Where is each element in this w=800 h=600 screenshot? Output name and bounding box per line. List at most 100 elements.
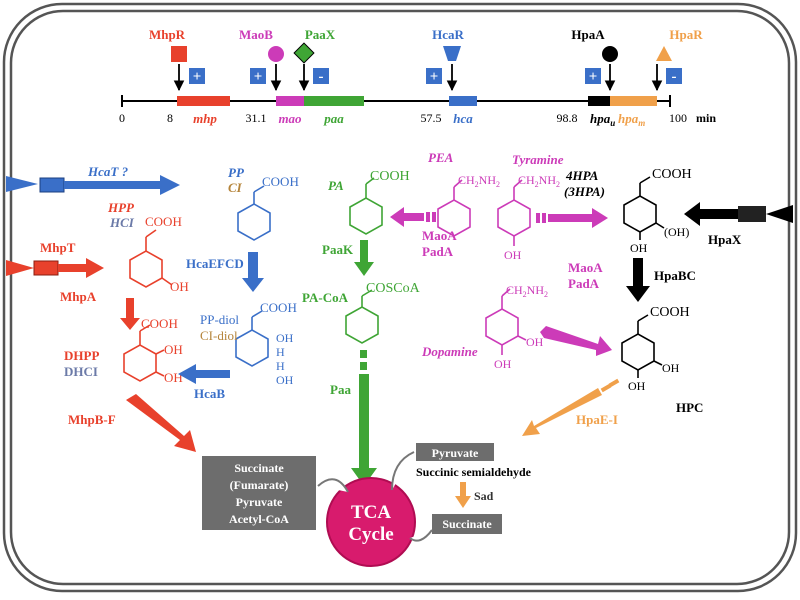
gene-mao [276, 96, 304, 106]
hpc-oh2: OH [628, 379, 646, 393]
mhpa-arrow [120, 298, 140, 330]
map-pos-8: 8 [167, 111, 173, 125]
hpp-oh: OH [170, 279, 189, 294]
hpp-label: HPP [107, 200, 135, 215]
mao-right-arrow [548, 208, 608, 228]
pp-cooh: COOH [262, 174, 299, 189]
succinate-box [432, 514, 502, 534]
dopamine-arrow [540, 326, 612, 356]
gene-label-mao: mao [278, 111, 302, 126]
transporter-hcat: HcaT ? [6, 164, 180, 195]
hpc-cooh: COOH [650, 305, 690, 320]
paak-label: PaaK [322, 242, 354, 257]
blue-pathway [235, 185, 271, 367]
pyruvate-box [416, 443, 494, 461]
hpaei-arrow [522, 388, 602, 436]
map-pos-0: 0 [119, 111, 125, 125]
hcat-label: HcaT ? [87, 164, 129, 179]
black-pathway [621, 176, 665, 378]
green-pathway [345, 177, 383, 344]
hpa-ring [623, 195, 657, 233]
pp-label: PP [228, 165, 245, 180]
transporter-mhpt: MhpT [6, 240, 104, 278]
tyramine-ring [497, 199, 531, 237]
reg-hpar-sign: - [672, 69, 677, 85]
reg-hcar-trapezoid [443, 46, 461, 61]
ppdiol-oh1: OH [276, 331, 294, 345]
hpc-label: HPC [676, 400, 703, 415]
ci-label: CI [228, 180, 243, 195]
transporter-hpax: HpaX [684, 202, 793, 247]
hpc-ring [621, 333, 655, 371]
paa-label: Paa [330, 382, 351, 397]
hpc-oh1: OH [662, 361, 680, 375]
maoa-2: MaoA [568, 260, 603, 275]
dopamine-oh2: OH [494, 357, 512, 371]
hpa-oh-paren: (OH) [664, 225, 689, 239]
reg-mhpr-sign: + [193, 69, 202, 85]
green-pathway-labels: PA COOH PaaK PA-CoA COSCoA Paa [302, 169, 421, 486]
pyruvate-box-label: Pyruvate [432, 446, 479, 460]
gene-paa [304, 96, 364, 106]
hpaei-label: HpaE-I [576, 412, 618, 427]
reg-mhpr-square [171, 46, 187, 62]
reg-maob-label: MaoB [239, 27, 273, 42]
ppdiol-h1: H [276, 345, 285, 359]
gene-hca [449, 96, 477, 106]
reg-mhpr-sign-box [189, 68, 205, 84]
maoa-1: MaoA [422, 228, 457, 243]
hpabc-label: HpaBC [654, 268, 696, 283]
map-pos-98: 98.8 [557, 111, 578, 125]
dhpp-ring [123, 344, 157, 382]
map-pos-31: 31.1 [246, 111, 267, 125]
tca-label-1: TCA [351, 502, 391, 523]
product-acetylcoa: Acetyl-CoA [229, 512, 289, 526]
paak-arrow [354, 240, 374, 276]
pacoa-label: PA-CoA [302, 290, 349, 305]
ppdiol-ring [235, 329, 269, 367]
reg-paax-sign-box [313, 68, 329, 84]
reg-hpaa-label: HpaA [571, 27, 605, 42]
map-pos-57: 57.5 [421, 111, 442, 125]
pacoa-ring [345, 306, 379, 344]
pea-label: PEA [428, 150, 454, 165]
black-pathway-labels: 4HPA (3HPA) COOH (OH) OH HpaBC COOH OH O… [564, 167, 703, 415]
gene-mhp [177, 96, 230, 106]
dopamine-ch2nh2: CH2NH2 [506, 283, 548, 299]
gene-hpau [588, 96, 610, 106]
dopamine-oh1: OH [526, 335, 544, 349]
reg-maob-sign-box [250, 68, 266, 84]
dhpp-cooh: COOH [141, 316, 178, 331]
succinate-box-label: Succinate [442, 517, 492, 531]
hpax-label: HpaX [708, 232, 742, 247]
ppdiol-label: PP-diol [200, 312, 239, 327]
sad-arrow [455, 482, 471, 508]
ssa-label: Succinic semialdehyde [416, 465, 532, 479]
hpa4-label: 4HPA [565, 168, 599, 183]
reg-hcar-sign-box [426, 68, 442, 84]
hpp-cooh: COOH [145, 214, 182, 229]
magenta-pathway [437, 179, 531, 355]
feed-arrow-left [317, 478, 349, 493]
pea-ch2nh2: CH2NH2 [458, 173, 500, 189]
hpa-cooh: COOH [652, 167, 692, 182]
ppdiol-cooh: COOH [260, 300, 297, 315]
reg-maob-circle [268, 46, 284, 62]
reg-mhpr-label: MhpR [149, 27, 186, 42]
hpabc-arrow [626, 258, 650, 302]
ppdiol-h2: H [276, 359, 285, 373]
tca-cycle [326, 477, 416, 567]
map-unit: min [696, 111, 716, 125]
hcab-label: HcaB [194, 386, 225, 401]
ppdiol-oh2: OH [276, 373, 294, 387]
reg-paax-label: PaaX [305, 27, 336, 42]
hcab-arrow [178, 364, 230, 384]
mhpa-label: MhpA [60, 289, 97, 304]
tyramine-ch2nh2: CH2NH2 [518, 173, 560, 189]
paa-arrow [351, 374, 377, 486]
reg-paax-sign: - [319, 69, 324, 85]
tyramine-oh: OH [504, 248, 522, 262]
mao-left-arrow [390, 207, 424, 227]
